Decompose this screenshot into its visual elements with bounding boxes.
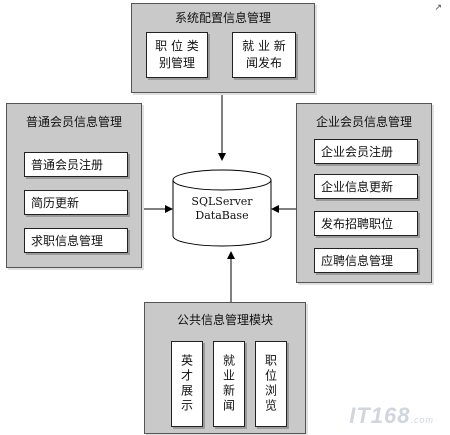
application-management-label: 应聘信息管理 — [321, 254, 394, 268]
watermark-text: IT168 — [349, 403, 411, 428]
application-management-box: 应聘信息管理 — [314, 248, 418, 273]
enterprise-member-title: 企业会员信息管理 — [315, 115, 412, 129]
employment-news-publish-box: 就 业 新 闻发布 — [232, 32, 296, 78]
watermark-suffix: .com — [410, 415, 434, 425]
regular-member-register-box: 普通会员注册 — [24, 152, 128, 177]
regular-member-title: 普通会员信息管理 — [25, 115, 122, 129]
enterprise-member-register-box: 企业会员注册 — [314, 139, 418, 164]
employment-news-label: 就业新闻 — [221, 354, 236, 414]
database-line1: SQLServer — [191, 195, 253, 208]
job-browse-box: 职位浏览 — [255, 341, 287, 427]
resume-update-label: 简历更新 — [31, 196, 80, 210]
regular-member-register-label: 普通会员注册 — [31, 158, 104, 172]
job-seeking-management-label: 求职信息管理 — [31, 234, 104, 248]
database-label: SQLServer DataBase — [173, 195, 271, 223]
regular-member-module: 普通会员信息管理 普通会员注册 简历更新 求职信息管理 — [6, 103, 142, 268]
publish-job-label: 发布招聘职位 — [321, 217, 394, 231]
job-category-management-box: 职 位 类 别管理 — [146, 32, 208, 78]
corner-mark-icon: ↗ — [434, 3, 442, 13]
employment-news-publish-label: 就 业 新 闻发布 — [242, 39, 286, 70]
system-config-title: 系统配置信息管理 — [174, 11, 271, 25]
resume-update-box: 简历更新 — [24, 190, 128, 215]
enterprise-member-module: 企业会员信息管理 企业会员注册 企业信息更新 发布招聘职位 应聘信息管理 — [296, 103, 432, 283]
database-cylinder — [172, 169, 272, 247]
enterprise-info-update-label: 企业信息更新 — [321, 180, 394, 194]
job-category-management-label: 职 位 类 别管理 — [155, 39, 199, 70]
enterprise-member-register-label: 企业会员注册 — [321, 145, 394, 159]
talent-showcase-label: 英才展示 — [179, 354, 194, 414]
public-info-title: 公共信息管理模块 — [176, 313, 273, 327]
job-seeking-management-box: 求职信息管理 — [24, 228, 128, 253]
public-info-module: 公共信息管理模块 英才展示 就业新闻 职位浏览 — [144, 302, 306, 434]
publish-job-box: 发布招聘职位 — [314, 211, 418, 236]
talent-showcase-box: 英才展示 — [171, 341, 203, 427]
database-line2: DataBase — [195, 209, 249, 222]
it168-watermark: IT168.com — [349, 403, 434, 429]
job-browse-label: 职位浏览 — [263, 354, 278, 414]
system-config-module: 系统配置信息管理 职 位 类 别管理 就 业 新 闻发布 — [131, 3, 315, 93]
employment-news-box: 就业新闻 — [213, 341, 245, 427]
enterprise-info-update-box: 企业信息更新 — [314, 174, 418, 199]
